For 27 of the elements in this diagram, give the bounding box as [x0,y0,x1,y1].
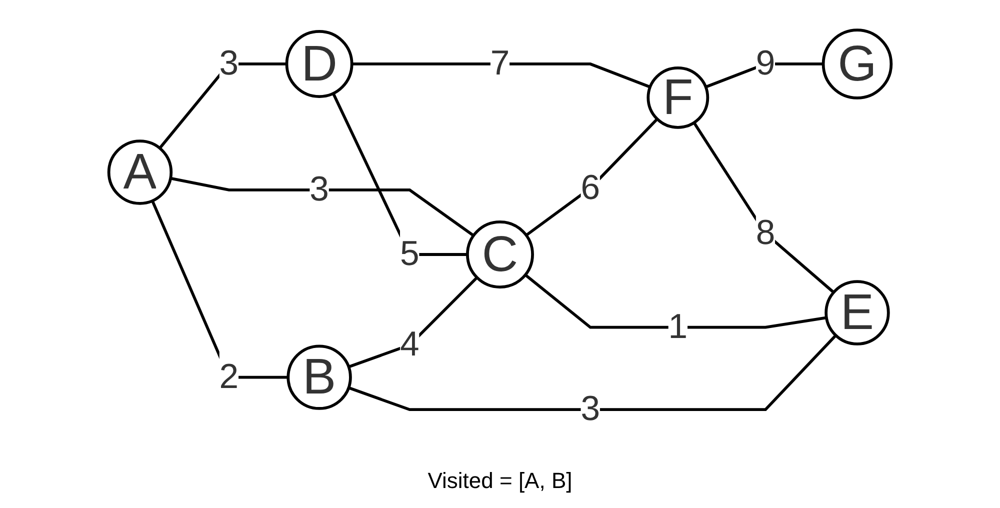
connector [332,92,468,256]
edge-label: 5 [400,234,420,273]
edge-label: 8 [756,213,776,252]
edge-label: 6 [580,168,600,206]
connector [151,200,288,379]
node-circle: F [646,66,710,129]
connector [170,176,474,237]
edge-label: 1 [668,307,688,346]
node-circle: C [466,220,534,288]
edge-label: 3 [219,44,239,82]
edge-label: 9 [756,44,776,82]
edge-label: 3 [580,389,600,428]
edge-label: 4 [400,324,420,364]
connector [525,118,658,236]
edge-label: 7 [490,44,510,82]
connector [352,62,651,88]
node-circle: E [824,280,890,346]
edge-label: 3 [310,170,329,208]
connector [524,274,827,329]
node-circle: D [285,30,354,98]
edge-label: 2 [219,357,239,396]
connector [692,122,835,294]
node-circle: B [286,344,352,410]
visited-note: Visited = [A, B] [428,468,572,494]
connector [348,334,837,412]
node-circle: G [822,28,893,100]
node-circle: A [107,140,173,205]
